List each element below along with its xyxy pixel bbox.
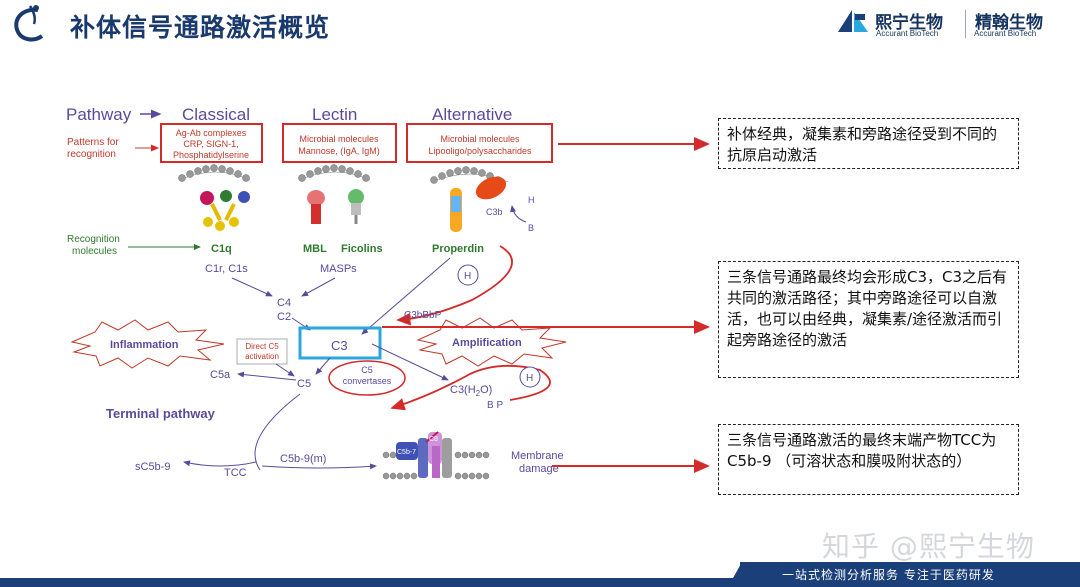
c2-label: C2: [277, 311, 291, 323]
tcc-label: TCC: [224, 467, 247, 479]
c1-to-c4-arrow: [231, 277, 273, 297]
c5b9m-label: C5b-9(m): [280, 453, 326, 465]
h-circle-top-icon: [457, 264, 479, 286]
classical-pattern-line1: Ag-Ab complexes: [176, 128, 247, 138]
footer-tab-edge: [728, 562, 742, 587]
watermark: 知乎 @熙宁生物: [822, 530, 1035, 563]
h-label-circle-bottom: H: [526, 373, 533, 384]
c4-label: C4: [277, 297, 291, 309]
footer-slogan: 一站式检测分析服务 专注于医药研发: [782, 568, 995, 582]
membrane-damage-line1: Membrane: [511, 450, 564, 462]
classical-label: Classical: [182, 105, 250, 124]
c3b-label: C3b: [486, 207, 503, 217]
properdin-label: Properdin: [432, 243, 484, 255]
c5-to-c5a-arrow: [237, 371, 297, 381]
note-activation-trigger: 补体经典，凝集素和旁路途径受到不同的抗原启动激活: [718, 118, 1019, 169]
h-label-circle-top: H: [464, 271, 471, 282]
recognition-label-line2: molecules: [72, 246, 117, 257]
mbl-label: MBL: [303, 243, 327, 255]
note-terminal-product: 三条信号通路激活的最终末端产物TCC为C5b-9 （可溶状态和膜吸附状态的）: [718, 424, 1019, 495]
brand-name: 熙宁生物: [875, 13, 943, 33]
alternative-pattern-line1: Microbial molecules: [440, 134, 520, 144]
sc5b9-label: sC5b-9: [135, 461, 170, 473]
c5-label: C5: [297, 378, 311, 390]
alternative-pattern-box: [406, 123, 553, 163]
c5-convertases-ellipse: [328, 360, 406, 396]
c5-convertases-line1: C5: [361, 365, 373, 375]
inflammation-burst-icon: [70, 319, 225, 369]
brand-separator: [965, 10, 966, 38]
c3bbbp-label: C3bBbP: [404, 310, 442, 321]
membrane-damage-line2: damage: [519, 463, 559, 475]
c3-label: C3: [331, 338, 348, 353]
c3h2o-loop-arrow: [390, 364, 551, 411]
c5b7-label: C5b-7: [397, 449, 416, 456]
h-circle-bottom-icon: [519, 366, 541, 388]
c5-convertases-line2: convertases: [343, 376, 392, 386]
recognition-label-line1: Recognition: [67, 234, 120, 245]
c1q-molecule-icon: [200, 190, 250, 231]
footer-tab: [740, 562, 1080, 587]
direct-c5-line1: Direct C5: [245, 342, 279, 351]
lectin-pattern-box: [282, 123, 397, 163]
alternative-label: Alternative: [432, 105, 512, 124]
c3-to-c5-arrow: [315, 357, 331, 375]
c8-label: C8: [429, 436, 438, 443]
note-common-pathway: 三条信号通路最终均会形成C3，C3之后有共同的激活路径；其中旁路途径可以自激活，…: [718, 261, 1019, 378]
classical-pattern-line2: CRP, SIGN-1,: [183, 139, 238, 149]
patterns-label-line1: Patterns for: [67, 137, 119, 148]
c3-highlight-box: [298, 326, 382, 360]
c1r-c1s-label: C1r, C1s: [205, 263, 248, 275]
patterns-label-line2: recognition: [67, 149, 116, 160]
masps-label: MASPs: [320, 263, 357, 275]
mbl-molecule-icon: [307, 190, 325, 224]
lectin-label: Lectin: [312, 105, 357, 124]
direct-c5-line2: activation: [245, 352, 279, 361]
direct-c5-arrow: [275, 363, 295, 377]
classical-pattern-box: [160, 123, 263, 163]
c1q-label: C1q: [211, 243, 232, 255]
footer-bar: [0, 578, 1080, 587]
brand-name-en: Accurant BioTech: [876, 29, 939, 38]
brand2-name-en: Accurant BioTech: [974, 29, 1037, 38]
bp-label: B P: [487, 400, 503, 411]
logo-icon: [14, 5, 44, 42]
amplification-burst-icon: [416, 317, 567, 367]
properdin-molecule-icon: [450, 176, 507, 232]
terminal-pathway-label: Terminal pathway: [106, 406, 216, 421]
h-b-arrow: [510, 205, 527, 223]
brand2-name: 精翰生物: [975, 13, 1043, 33]
properdin-loop-arrow: [396, 245, 513, 326]
masps-to-c4-arrow: [301, 277, 336, 297]
properdin-to-c3-arrow: [361, 257, 451, 335]
tcc-to-sc5b9-arrow: [183, 460, 257, 467]
page-title: 补体信号通路激活概览: [70, 13, 331, 42]
classical-pattern-line3: Phosphatidylserine: [173, 150, 249, 160]
direct-c5-box: [236, 338, 288, 365]
amplification-label: Amplification: [452, 337, 522, 349]
tcc-to-membrane-arrow: [261, 463, 377, 470]
membrane-lectin-icon: [298, 164, 371, 182]
b-label-top: B: [528, 223, 534, 233]
ficolins-molecule-icon: [348, 189, 364, 224]
membrane-classical-icon: [178, 164, 251, 182]
c5-to-tcc-line: [254, 393, 301, 471]
inflammation-label: Inflammation: [110, 339, 179, 351]
lectin-pattern-line2: Mannose, (IgA, IgM): [298, 146, 380, 156]
h-label-top: H: [528, 195, 535, 205]
ficolins-label: Ficolins: [341, 243, 383, 255]
c3-to-c3h2o-arrow: [371, 343, 449, 381]
pathway-label: Pathway: [66, 105, 132, 124]
mac-complex-icon: [396, 431, 452, 478]
c3h2o-label: C3(H2O): [450, 384, 492, 398]
lectin-pattern-line1: Microbial molecules: [299, 134, 379, 144]
c5a-label: C5a: [210, 369, 231, 381]
alternative-pattern-line2: Lipooligo/polysaccharides: [428, 146, 532, 156]
